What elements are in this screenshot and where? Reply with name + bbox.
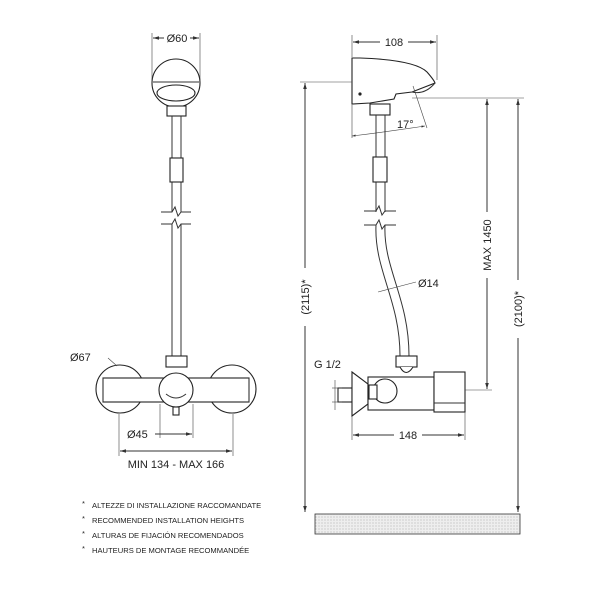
side-view: 108 17° Ø14 [298, 35, 525, 535]
head-angle-label: 17° [397, 119, 414, 131]
rosette-diameter-label: Ø67 [70, 352, 91, 364]
pipe-front [161, 116, 191, 368]
note-text: HAUTEURS DE MONTAGE RECOMMANDÉE [92, 546, 249, 555]
note-marker: * [82, 544, 85, 553]
head-depth-label: 108 [385, 37, 403, 49]
hose-diameter-label: Ø14 [418, 278, 439, 290]
notes: * ALTEZZE DI INSTALLAZIONE RACCOMANDATE … [82, 499, 261, 555]
head-height-label: (2115)* [300, 279, 312, 315]
note-marker: * [82, 514, 85, 523]
floor-hatch [314, 513, 521, 535]
shower-head-front [151, 58, 201, 117]
note-marker: * [82, 529, 85, 538]
hose-side [364, 115, 418, 374]
max-height-label: MAX 1450 [482, 219, 494, 270]
mixer-body-front [95, 364, 257, 416]
note-text: ALTEZZE DI INSTALLAZIONE RACCOMANDATE [92, 501, 261, 510]
shower-head-side [351, 57, 436, 116]
front-view: Ø60 Ø67 [70, 31, 257, 471]
knob-diameter-label: Ø45 [127, 429, 148, 441]
inlet-thread-label: G 1/2 [314, 359, 341, 371]
note-text: RECOMMENDED INSTALLATION HEIGHTS [92, 516, 244, 525]
centre-distance-label: MIN 134 - MAX 166 [128, 459, 225, 471]
head-diameter-label: Ø60 [167, 33, 188, 45]
valve-depth-label: 148 [399, 430, 417, 442]
note-marker: * [82, 499, 85, 508]
outlet-height-label: (2100)* [513, 290, 525, 327]
note-text: ALTURAS DE FIJACIÓN RECOMENDADOS [92, 531, 244, 540]
valve-body-side [337, 370, 466, 418]
